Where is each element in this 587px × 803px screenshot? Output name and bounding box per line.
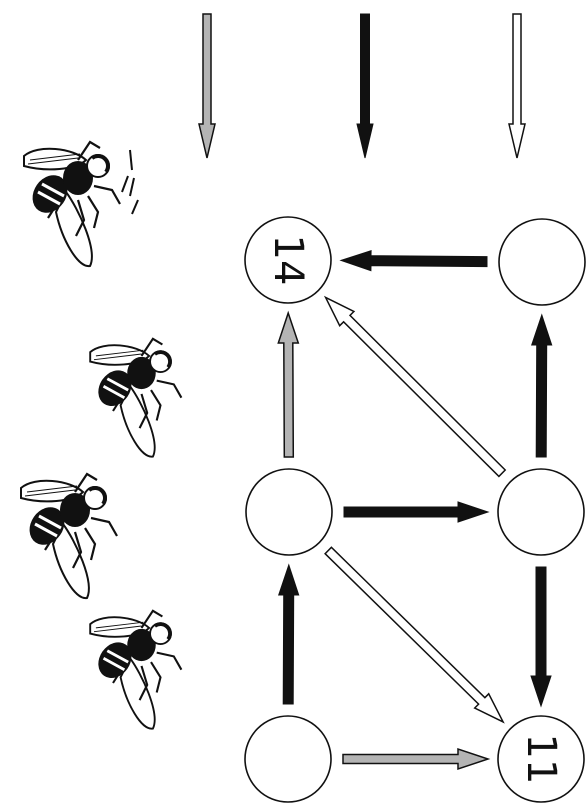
fly-hatching: [121, 149, 139, 215]
fly-icon: [88, 336, 184, 459]
edge-mid-left-to-top-left: [277, 310, 300, 458]
edge-mid-right-to-top-left: [323, 295, 507, 478]
edge-mid-right-to-bottom-right: [530, 566, 552, 708]
edge-bottom-left-to-bottom-right: [342, 747, 491, 771]
fly-icon: [88, 608, 184, 731]
legend-arrow-white: [508, 13, 526, 159]
node-label: 11: [518, 734, 564, 785]
node-mid-left: [245, 468, 333, 556]
edge-top-right-to-top-left: [339, 250, 488, 272]
fly-icon: [22, 140, 122, 269]
edge-mid-right-to-top-right: [531, 313, 553, 458]
legend-arrow-black: [356, 13, 374, 159]
node-bottom-left: [244, 715, 332, 803]
fly-icon: [19, 472, 119, 601]
legend-arrow-gray: [198, 13, 216, 159]
node-mid-right: [497, 468, 585, 556]
node-top-left: 14: [244, 216, 332, 304]
node-bottom-right: 11: [497, 715, 585, 803]
node-label: 14: [265, 235, 311, 286]
node-top-right: [498, 218, 586, 306]
edge-bottom-left-to-mid-left: [278, 563, 300, 705]
edge-mid-left-to-mid-right: [343, 501, 490, 523]
edge-mid-left-to-bottom-right: [324, 546, 505, 724]
